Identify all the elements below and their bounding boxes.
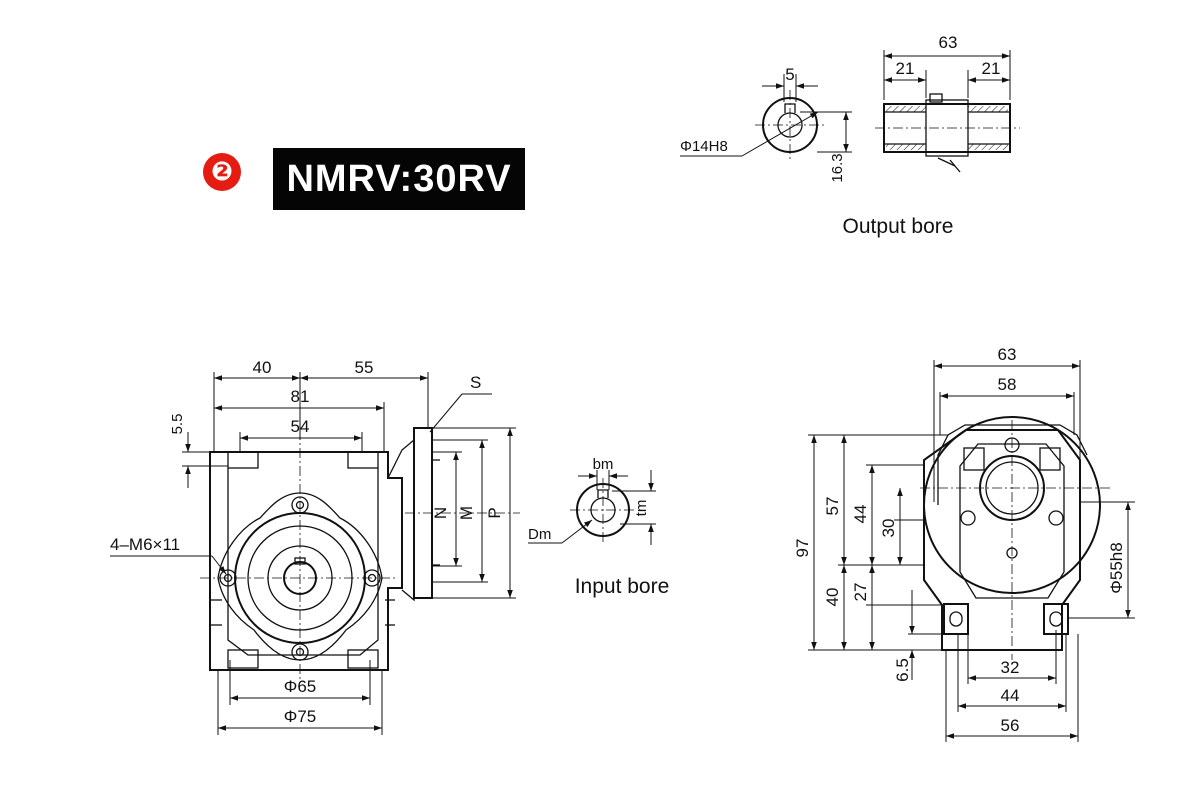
output-length-left-label: 21 bbox=[896, 59, 915, 78]
front-dim-27: 27 bbox=[851, 583, 870, 602]
front-dim-58: 58 bbox=[998, 375, 1017, 394]
input-dm-label: Dm bbox=[528, 526, 551, 543]
front-dim-phi55h8: Φ55h8 bbox=[1107, 542, 1126, 593]
gearbox-front-view: 63 58 97 57 44 30 40 27 6.5 Φ55h8 bbox=[793, 345, 1135, 742]
model-title: NMRV:30RV bbox=[273, 148, 525, 210]
front-dim-44: 44 bbox=[851, 505, 870, 524]
output-bore-diameter-label: Φ14H8 bbox=[680, 138, 728, 155]
side-dim-40: 40 bbox=[253, 358, 272, 377]
output-bore-end-view: 5 Φ14H8 16.3 Output bore bbox=[680, 65, 953, 238]
side-dim-5-5: 5.5 bbox=[169, 414, 186, 435]
output-length-right-label: 21 bbox=[982, 59, 1001, 78]
output-bore-section: 63 21 21 bbox=[875, 33, 1020, 173]
output-length-total-label: 63 bbox=[939, 33, 958, 52]
side-dim-phi75: Φ75 bbox=[284, 707, 316, 726]
input-tm-label: tm bbox=[633, 500, 650, 517]
output-key-width-label: 5 bbox=[785, 65, 794, 84]
side-dim-81: 81 bbox=[291, 387, 310, 406]
front-dim-6-5: 6.5 bbox=[893, 658, 912, 682]
side-label-n: N bbox=[431, 507, 450, 519]
side-thread-label: 4–M6×11 bbox=[110, 535, 180, 554]
side-label-p: P bbox=[485, 507, 504, 518]
input-bore-view: bm tm Dm Input bore bbox=[528, 456, 669, 598]
front-dim-44-bottom: 44 bbox=[1001, 686, 1020, 705]
front-dim-57: 57 bbox=[823, 497, 842, 516]
front-dim-63: 63 bbox=[998, 345, 1017, 364]
input-bm-label: bm bbox=[593, 456, 614, 473]
side-label-m: M bbox=[457, 506, 476, 520]
step-number-badge: ❷ bbox=[203, 153, 241, 191]
output-bore-caption: Output bore bbox=[843, 215, 954, 238]
output-key-height-label: 16.3 bbox=[829, 153, 846, 182]
side-dim-54: 54 bbox=[291, 417, 310, 436]
side-dim-55: 55 bbox=[355, 358, 374, 377]
front-dim-32: 32 bbox=[1001, 658, 1020, 677]
front-dim-30: 30 bbox=[879, 519, 898, 538]
gearbox-side-view: 40 55 81 54 5.5 S N M P 4–M6×11 bbox=[110, 358, 520, 735]
side-label-s: S bbox=[470, 373, 481, 392]
front-dim-97: 97 bbox=[793, 539, 812, 558]
front-dim-40: 40 bbox=[823, 588, 842, 607]
front-dim-56: 56 bbox=[1001, 716, 1020, 735]
side-dim-phi65: Φ65 bbox=[284, 677, 316, 696]
input-bore-caption: Input bore bbox=[575, 575, 670, 598]
